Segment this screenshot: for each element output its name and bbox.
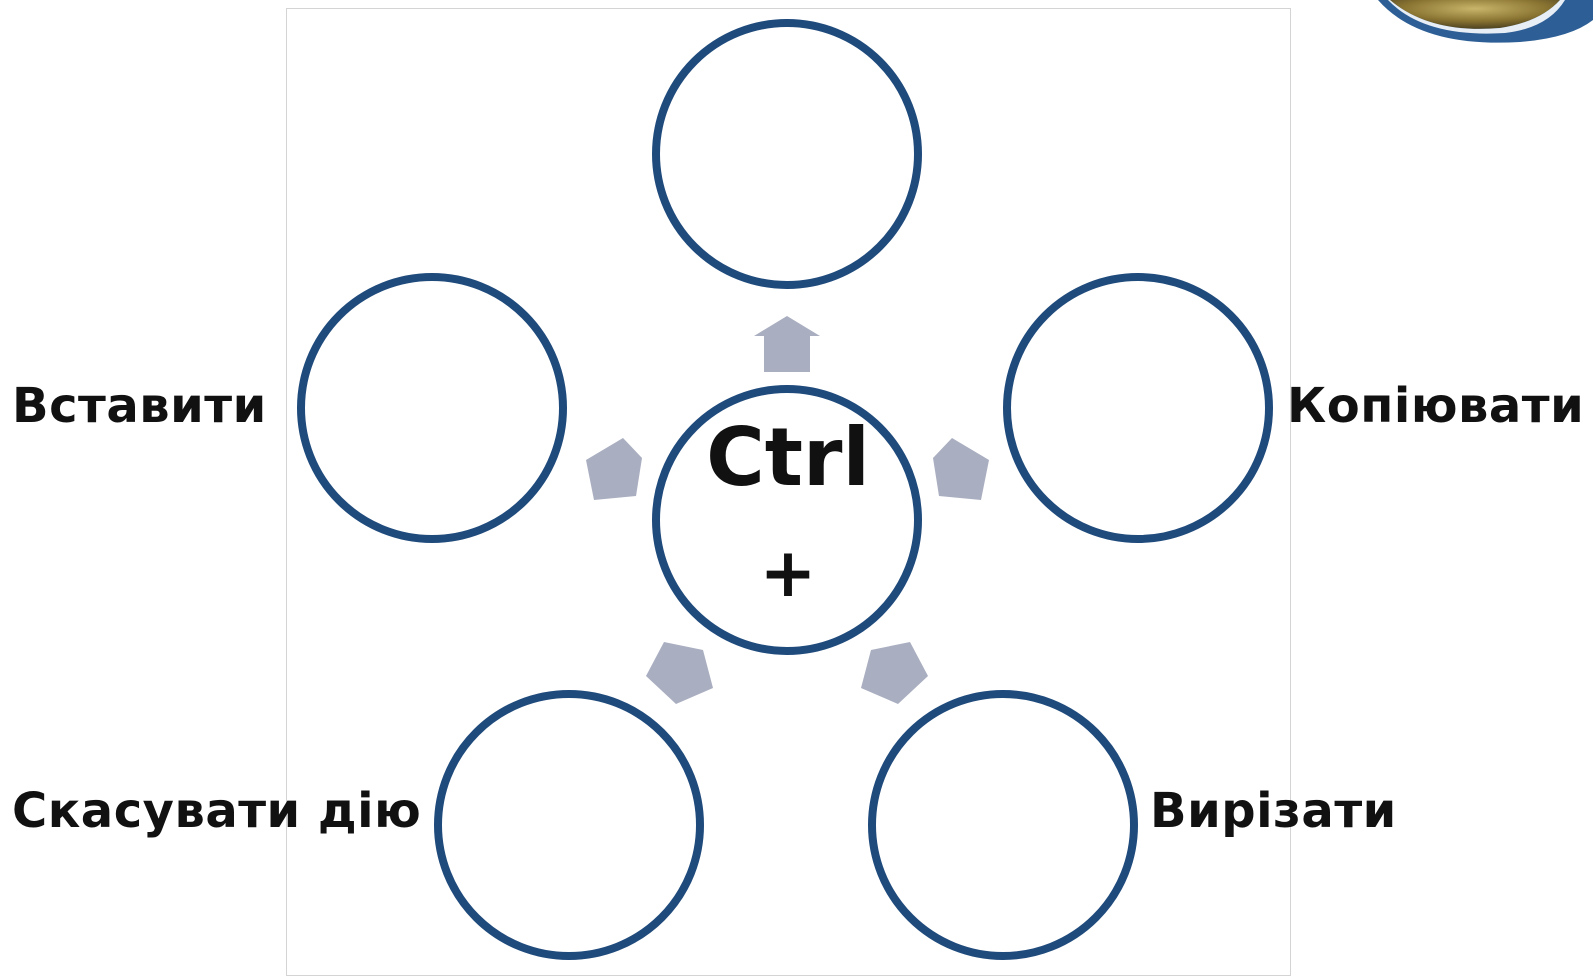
circle-top [652, 19, 922, 289]
arrow-bottom-left [646, 642, 713, 704]
label-undo: Скасувати дію [12, 783, 422, 839]
circle-bottom-left [434, 690, 704, 960]
arrow-up [754, 316, 820, 372]
plus-symbol: + [759, 534, 817, 613]
label-copy: Копіювати [1287, 378, 1585, 434]
circle-bottom-right [868, 690, 1138, 960]
arrow-left [586, 438, 642, 500]
arrow-bottom-right [861, 642, 928, 704]
label-cut: Вирізати [1150, 783, 1397, 839]
circle-left [297, 273, 567, 543]
circle-center [652, 385, 922, 655]
arrow-right [933, 438, 989, 500]
circle-right [1003, 273, 1273, 543]
ctrl-key-label: Ctrl [706, 411, 870, 504]
label-paste: Вставити [12, 378, 267, 434]
diagram-frame [286, 8, 1291, 976]
